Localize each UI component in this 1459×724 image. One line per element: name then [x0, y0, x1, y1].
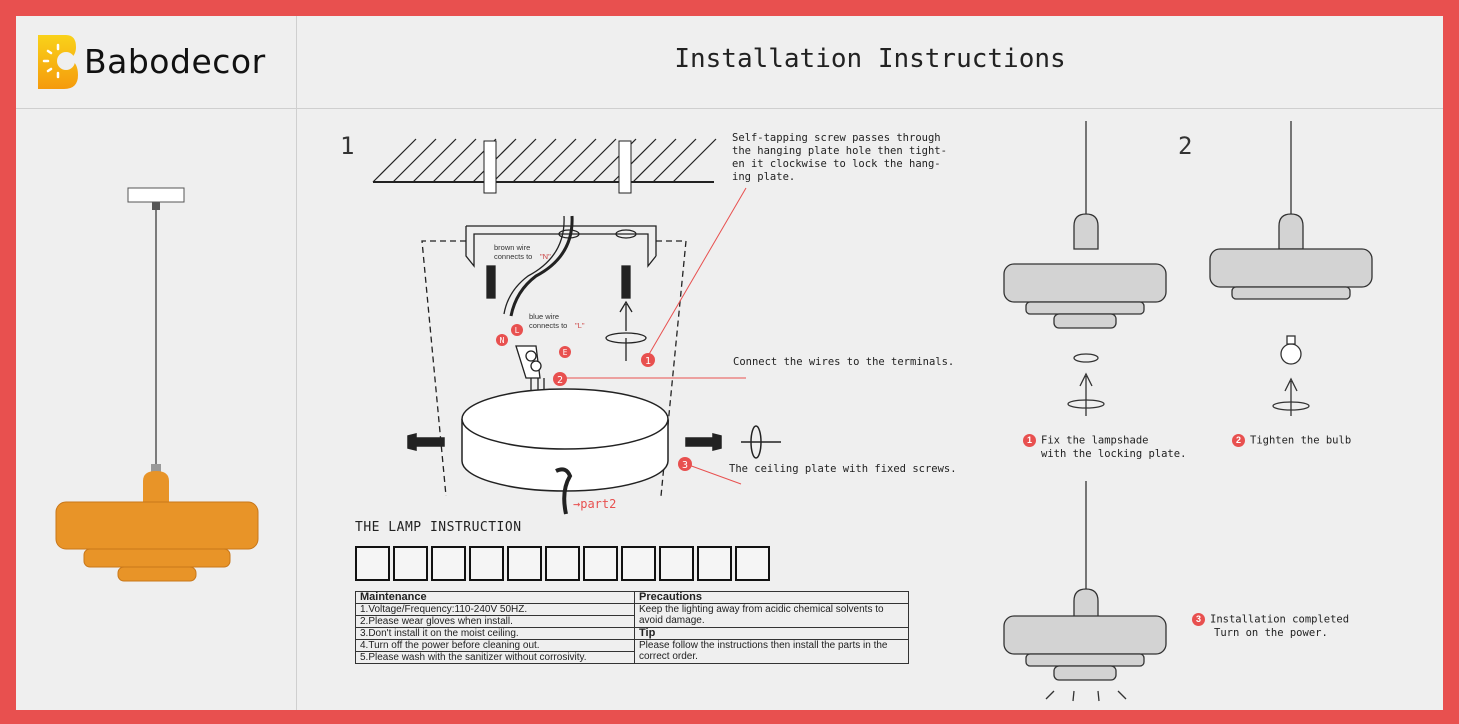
warning-icons	[355, 546, 770, 581]
svg-text:E: E	[563, 348, 568, 357]
instruction-sheet: Babodecor Installation Instructions 1	[16, 16, 1443, 710]
svg-text:2: 2	[557, 375, 563, 386]
lamp-illustration	[55, 187, 259, 582]
ceiling-plate	[407, 388, 781, 515]
brand-name: Babodecor	[84, 41, 266, 81]
no-slope-icon	[735, 546, 770, 581]
part2-link[interactable]: →part2	[573, 497, 617, 511]
column-divider	[296, 16, 297, 710]
step-2-number: 2	[1178, 132, 1193, 160]
svg-text:connects to: connects to	[494, 252, 532, 261]
ground-icon	[507, 546, 542, 581]
page-title: Installation Instructions	[674, 44, 1066, 74]
no-child-icon	[697, 546, 732, 581]
svg-text:3: 3	[682, 460, 688, 471]
svg-text:1: 1	[645, 356, 651, 367]
callout-badges: 1 2 3 N L E	[496, 324, 692, 471]
ceiling	[372, 138, 717, 194]
step-1-number: 1	[340, 132, 355, 160]
no-install-icon	[393, 546, 428, 581]
double-insulation-icon	[545, 546, 580, 581]
svg-text:"L": "L"	[575, 321, 585, 330]
step-1-diagram: 1 2 3 N L E brown wire connects to "N" b…	[372, 138, 781, 515]
sun-logo-icon	[38, 35, 78, 89]
brown-wire-label: brown wire	[494, 243, 530, 252]
wires-note: Connect the wires to the terminals.	[733, 356, 955, 368]
triangle-icon	[431, 546, 466, 581]
brand-logo: Babodecor	[36, 31, 266, 91]
step-2-diagram	[1003, 121, 1373, 702]
ceiling-icon	[583, 546, 618, 581]
svg-text:N: N	[500, 336, 505, 345]
house-icon	[355, 546, 390, 581]
svg-text:connects to: connects to	[529, 321, 567, 330]
install-icon	[621, 546, 656, 581]
no-wall-icon	[659, 546, 694, 581]
svg-text:L: L	[515, 326, 520, 335]
blue-wire-label: blue wire	[529, 312, 559, 321]
svg-text:"N": "N"	[540, 252, 551, 261]
plate-note: The ceiling plate with fixed screws.	[729, 463, 957, 475]
hanging-plate	[421, 215, 687, 497]
callout-lines	[566, 187, 747, 485]
header-divider	[16, 108, 1443, 109]
triangle-icon	[469, 546, 504, 581]
lamp-instruction-heading: THE LAMP INSTRUCTION	[355, 520, 522, 535]
